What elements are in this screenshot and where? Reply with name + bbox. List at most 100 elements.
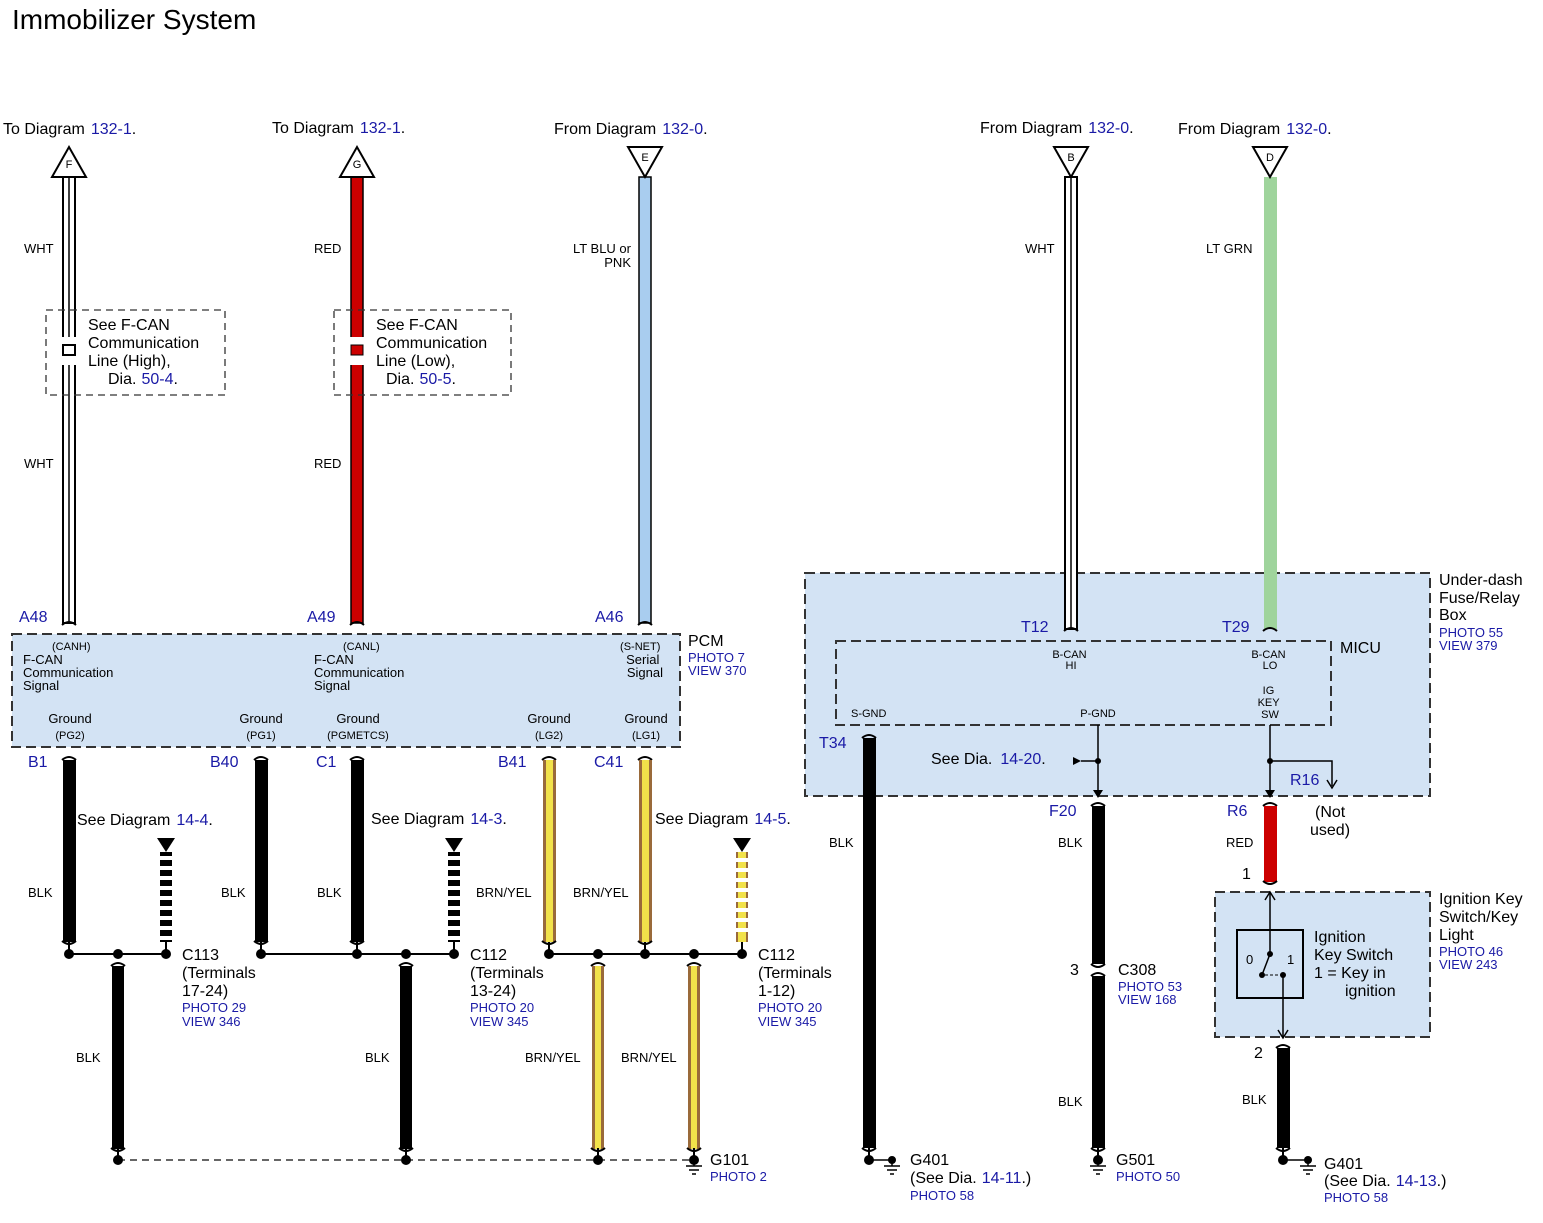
not-used-label: (Not used) — [1310, 804, 1350, 839]
bcan-lo-label: B-CAN LO — [1251, 649, 1288, 672]
wire-color-wht-b: WHT — [1025, 241, 1055, 256]
g401b-photo: PHOTO 58 — [1324, 1190, 1388, 1205]
c308-label: C308 — [1118, 962, 1156, 979]
pgnd-label: P-GND — [1080, 708, 1116, 720]
connector-e-label: E — [641, 152, 648, 164]
ignition-switch-box — [1214, 891, 1431, 1038]
c112a-label: C112 (Terminals 13-24) — [470, 947, 548, 1000]
c112b-view: VIEW 345 — [758, 1014, 817, 1029]
pcm-snet-signal: (S-NET) Serial Signal — [620, 638, 664, 680]
bcan-hi-label: B-CAN HI — [1052, 649, 1089, 672]
g401a-ground-symbol — [884, 1160, 900, 1175]
pcm-photo: PHOTO 7 — [688, 650, 745, 665]
ground-pgmetcs-label: Ground — [336, 711, 379, 726]
note-fcan-low: See F-CAN Communication Line (Low), Dia.… — [376, 317, 492, 388]
micu-label: MICU — [1340, 640, 1381, 657]
wire-color-blk-b40: BLK — [221, 885, 246, 900]
pcm-grounds: Ground (PG2) Ground (PG1) Ground (PGMETC… — [48, 711, 667, 742]
sgnd-label: S-GND — [851, 708, 887, 720]
g501-photo: PHOTO 50 — [1116, 1169, 1180, 1184]
c112b-label: C112 (Terminals 1-12) — [758, 947, 836, 1000]
wire-red-r6 — [1264, 806, 1277, 882]
connector-d-arrow — [1251, 146, 1289, 180]
ignition-name: Ignition Key Switch/Key Light — [1439, 891, 1527, 944]
pin-c1: C1 — [316, 754, 337, 771]
ignition-pin-2: 2 — [1254, 1045, 1263, 1062]
dashed-branch-14-3 — [448, 852, 460, 942]
wire-color-red-lower: RED — [314, 456, 341, 471]
wire-blk-c308-g501 — [1092, 976, 1105, 1148]
note-fcan-high: See F-CAN Communication Line (High), Dia… — [88, 317, 204, 388]
wire-color-blk-f20: BLK — [1058, 835, 1083, 850]
diagram-title: Immobilizer System — [12, 4, 256, 35]
ignition-pin-1: 1 — [1242, 866, 1251, 883]
wire-blk-t34-g401 — [863, 738, 876, 1148]
ground-pg1-label: Ground — [239, 711, 282, 726]
wire-blk-ignition-g401 — [1277, 1048, 1290, 1148]
c112a-view: VIEW 345 — [470, 1014, 529, 1029]
connector-b-label: B — [1067, 152, 1074, 164]
connector-f-label: F — [66, 159, 73, 171]
pcm-view: VIEW 370 — [688, 663, 747, 678]
pin-r6: R6 — [1227, 803, 1248, 820]
switch-pos-0: 0 — [1246, 952, 1253, 967]
ground-lg2-code: (LG2) — [535, 730, 563, 742]
g401b-label: G401 — [1324, 1156, 1363, 1173]
pcm-box — [11, 633, 681, 748]
connector-e-arrow — [626, 146, 664, 180]
g501-label: G501 — [1116, 1152, 1155, 1169]
see-dia-14-20: See Dia.14-20. — [931, 751, 1046, 768]
c308-pin: 3 — [1070, 962, 1079, 979]
pin-a46: A46 — [595, 609, 624, 626]
wire-color-brnyel-b41: BRN/YEL — [476, 885, 532, 900]
wire-color-brnyel-lower-1: BRN/YEL — [525, 1050, 581, 1065]
wire-blk-b40 — [255, 760, 268, 942]
wire-color-blk-lower-1: BLK — [76, 1050, 101, 1065]
wire-color-pnk: PNK — [604, 255, 631, 270]
g101-label: G101 — [710, 1152, 749, 1169]
wire-color-blk-g501: BLK — [1058, 1094, 1083, 1109]
wire-color-blk-c1: BLK — [317, 885, 342, 900]
c308-photo: PHOTO 53 — [1118, 979, 1182, 994]
note-box-fcan-low — [333, 309, 512, 396]
ground-pg1-code: (PG1) — [246, 730, 275, 742]
dashed-branch-14-4 — [160, 852, 172, 942]
wire-ltgrn-t29 — [1264, 177, 1277, 629]
ground-lg1-code: (LG1) — [632, 730, 660, 742]
fuse-box-name: Under-dash Fuse/Relay Box — [1439, 572, 1527, 624]
wire-color-brnyel-lower-2: BRN/YEL — [621, 1050, 677, 1065]
c113-view: VIEW 346 — [182, 1014, 241, 1029]
wire-ltblu-a46 — [638, 176, 652, 624]
g401a-photo: PHOTO 58 — [910, 1188, 974, 1203]
connector-f-arrow — [50, 144, 88, 178]
pin-b40: B40 — [210, 754, 239, 771]
micu-box — [835, 640, 1332, 726]
pin-b1: B1 — [28, 754, 48, 771]
ground-pg2-code: (PG2) — [55, 730, 84, 742]
wire-color-wht-upper: WHT — [24, 241, 54, 256]
note-box-fcan-high — [45, 309, 226, 396]
fuse-box-photo: PHOTO 55 — [1439, 625, 1503, 640]
pin-t12: T12 — [1021, 619, 1049, 636]
pin-c41: C41 — [594, 754, 623, 771]
g401b-ground-symbol — [1300, 1160, 1316, 1175]
pcm-canh-signal: (CANH) F-CAN Communication Signal — [23, 638, 117, 693]
wire-color-wht-lower: WHT — [24, 456, 54, 471]
pin-r16: R16 — [1290, 772, 1319, 789]
pcm-name: PCM — [688, 633, 724, 650]
wire-blk-c112-g101 — [400, 966, 412, 1149]
wire-blk-c113-g101 — [112, 966, 124, 1149]
connector-g-arrow — [338, 144, 376, 178]
pin-a48: A48 — [19, 609, 48, 626]
ground-pgmetcs-code: (PGMETCS) — [327, 730, 389, 742]
g101-ground-symbol — [686, 1160, 702, 1175]
ignition-view: VIEW 243 — [1439, 957, 1498, 972]
wire-color-blk-ignition: BLK — [1242, 1092, 1267, 1107]
g501-ground-symbol — [1090, 1160, 1106, 1175]
ground-lg2-label: Ground — [527, 711, 570, 726]
